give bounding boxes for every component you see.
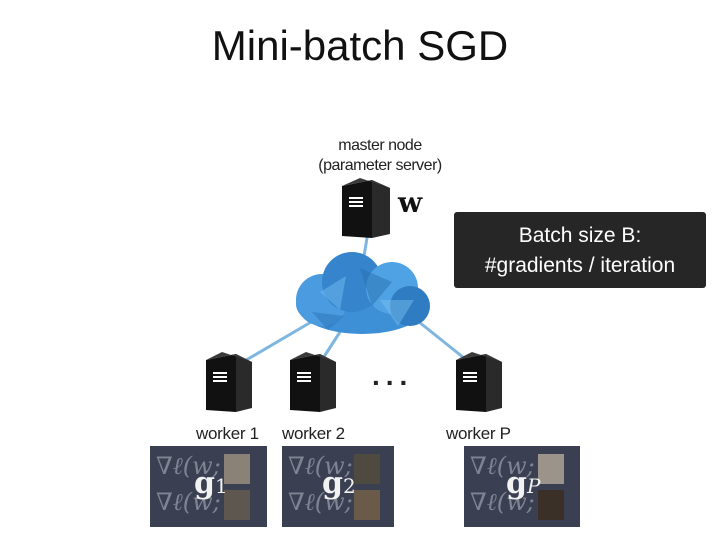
gradient-g1: g1 bbox=[194, 466, 228, 501]
worker-p-gradient-box: ∇ℓ(w; ) ∇ℓ(w; ) gP bbox=[464, 446, 580, 527]
batch-size-callout: Batch size B: #gradients / iteration bbox=[454, 212, 706, 288]
network-cloud-icon bbox=[296, 252, 430, 334]
worker-2-label: worker 2 bbox=[282, 424, 345, 443]
gradient-subscript: P bbox=[526, 474, 541, 498]
worker-2-gradient-box: ∇ℓ(w; ) ∇ℓ(w; ) g2 bbox=[282, 446, 394, 527]
master-parameter-w: w bbox=[398, 186, 423, 219]
training-image-thumbnail bbox=[224, 490, 250, 520]
more-workers-ellipsis: ... bbox=[372, 360, 414, 391]
worker-1-server-icon bbox=[206, 352, 252, 412]
training-image-thumbnail bbox=[538, 490, 564, 520]
link-cloud-worker-1 bbox=[235, 316, 319, 368]
master-node-label-line2: (parameter server) bbox=[318, 157, 442, 174]
training-image-thumbnail bbox=[354, 454, 380, 484]
gradient-base: g bbox=[322, 466, 343, 501]
worker-p-server-icon bbox=[456, 352, 502, 412]
callout-line2: #gradients / iteration bbox=[484, 254, 676, 277]
slide-title: Mini-batch SGD bbox=[211, 22, 509, 69]
gradient-gp: gP bbox=[506, 466, 540, 501]
gradient-subscript: 2 bbox=[342, 474, 356, 498]
worker-1-label: worker 1 bbox=[196, 424, 259, 443]
worker-p-label: worker P bbox=[446, 424, 511, 443]
gradient-subscript: 1 bbox=[214, 474, 228, 498]
gradient-g2: g2 bbox=[322, 466, 356, 501]
master-server-icon bbox=[342, 178, 390, 238]
master-node-label: master node (parameter server) bbox=[290, 136, 470, 176]
callout-line1: Batch size B: bbox=[518, 224, 642, 247]
gradient-base: g bbox=[194, 466, 215, 501]
training-image-thumbnail bbox=[538, 454, 564, 484]
training-image-thumbnail bbox=[354, 490, 380, 520]
worker-2-server-icon bbox=[290, 352, 336, 412]
worker-1-gradient-box: ∇ℓ(w; ) ∇ℓ(w; ) g1 bbox=[150, 446, 267, 527]
gradient-base: g bbox=[506, 466, 527, 501]
master-node-label-line1: master node bbox=[338, 137, 422, 154]
training-image-thumbnail bbox=[224, 454, 250, 484]
